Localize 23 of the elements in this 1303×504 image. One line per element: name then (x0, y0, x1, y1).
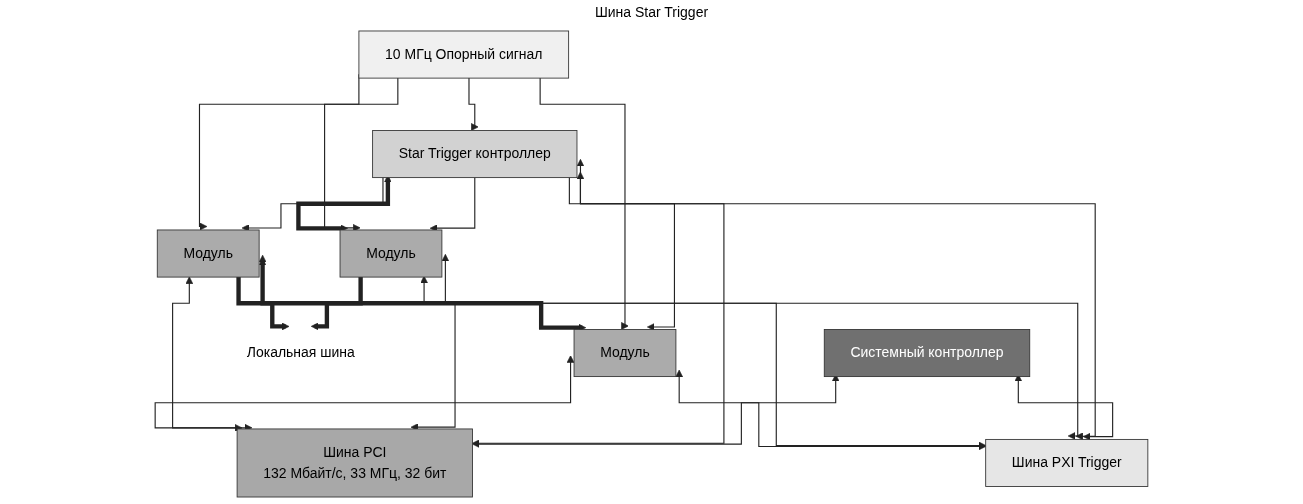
arrow (568, 177, 675, 331)
arrow (429, 177, 476, 232)
arrow (154, 355, 575, 432)
arrow (258, 254, 987, 450)
node-box: Шина PCI 132 Мбайт/с, 33 МГц, 32 бит (236, 428, 473, 498)
node-box: Star Trigger контроллер (372, 130, 578, 179)
arrow (468, 77, 479, 131)
arrow (675, 369, 987, 451)
node-text: Локальная шина (246, 345, 355, 360)
arrow (472, 171, 725, 448)
node-box: Шина PXI Trigger (985, 439, 1149, 487)
arrow (241, 177, 384, 232)
arrow (441, 254, 1079, 440)
node-box: Модуль (156, 229, 260, 278)
node-box: 10 МГц Опорный сигнал (358, 30, 570, 79)
arrow (539, 77, 629, 330)
node-box: Модуль (573, 329, 677, 377)
bus-label: Шина Star Trigger (594, 4, 709, 20)
node-box: Модуль (339, 229, 443, 278)
arrow (236, 277, 290, 331)
arrow (576, 159, 1096, 441)
node-box: Системный контроллер (823, 329, 1031, 377)
arrow (310, 277, 363, 331)
